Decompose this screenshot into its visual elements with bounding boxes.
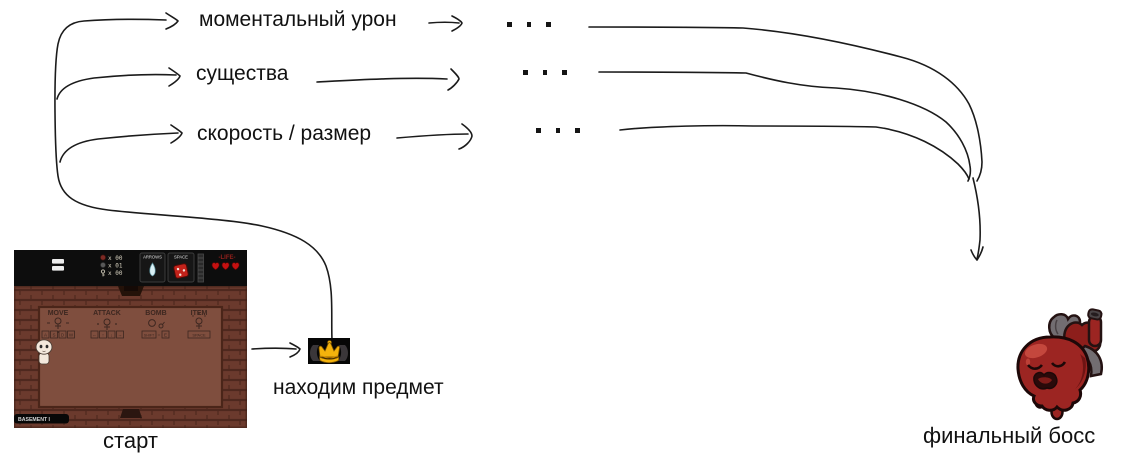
svg-text:A: A [44, 333, 47, 338]
arrow-branch3 [59, 132, 179, 163]
gold-crown [318, 340, 340, 364]
arrowhead-branch1 [165, 12, 179, 30]
arrowhead-boss [970, 246, 984, 261]
arrow-mid1 [428, 21, 460, 24]
svg-text:SPACE: SPACE [192, 332, 206, 337]
moms-heart-boss [1005, 306, 1110, 424]
arrowhead-item [289, 342, 301, 358]
room-floor [37, 305, 224, 409]
hud-bar [14, 250, 247, 286]
curve-branch3-to-boss [619, 124, 970, 180]
heart-icons [211, 262, 240, 271]
ellipsis-dots-branch2 [523, 70, 567, 75]
arrows-slot: ARROWS [139, 252, 166, 283]
start-label: старт [103, 428, 158, 453]
isaac-start-screenshot: MOVE A S D W ATTACK ← ↑ [12, 250, 249, 430]
space-slot-label: SPACE [174, 255, 188, 260]
charge-bar [197, 253, 204, 283]
isaac-character [35, 339, 53, 365]
bottom-rock [120, 409, 142, 418]
arrow-start-to-item [251, 347, 297, 350]
curve-branch1-to-boss [588, 26, 983, 182]
coin-icon [100, 254, 106, 261]
boss-body [1016, 335, 1091, 421]
svg-text:=: = [158, 333, 161, 338]
location-label: BASEMENT I [18, 417, 51, 423]
arrowhead-mid2 [447, 68, 460, 91]
arrow-mid2 [316, 77, 448, 83]
floor-hints: MOVE A S D W ATTACK ← ↑ [41, 310, 211, 339]
ellipsis-dots-branch1 [507, 22, 551, 27]
boss-face [1026, 361, 1067, 390]
space-slot: SPACE [167, 252, 195, 283]
crown-item-icon [308, 338, 350, 364]
arrows-slot-label: ARROWS [143, 255, 162, 260]
svg-text:SHIFT: SHIFT [144, 333, 155, 337]
bomb-count: x 01 [108, 262, 123, 269]
life-display: -LIFE- [211, 255, 240, 271]
red-die-icon [173, 263, 189, 279]
svg-text:←: ← [92, 333, 97, 338]
arrowhead-branch2 [168, 67, 181, 87]
arrowhead-mid3 [458, 123, 473, 150]
tear-icon [149, 262, 156, 277]
branch-label-creatures: существа [196, 62, 289, 85]
item-label: находим предмет [273, 376, 444, 399]
arrow-branch2 [56, 73, 177, 100]
life-label: -LIFE- [219, 255, 236, 261]
svg-text:W: W [69, 333, 74, 338]
arrowhead-branch3 [170, 124, 183, 144]
bomb-icon [100, 262, 106, 268]
curve-branch2-to-boss [598, 71, 972, 182]
svg-text:↓: ↓ [110, 333, 112, 338]
coin-count: x 00 [108, 255, 123, 262]
hint-title-attack: ATTACK [93, 310, 121, 317]
svg-text:→: → [118, 333, 123, 338]
key-count: x 00 [108, 270, 123, 277]
svg-text:S: S [52, 333, 55, 338]
arrowhead-mid1 [451, 15, 463, 32]
ellipsis-dots-branch3 [536, 128, 580, 133]
crown-wing-right [338, 345, 348, 361]
crown-wing-left [310, 345, 320, 361]
svg-text:E: E [164, 333, 167, 338]
svg-text:↑: ↑ [102, 333, 104, 338]
pickup-counters: x 00 x 01 x 00 [100, 254, 123, 277]
hint-title-bomb: BOMB [145, 310, 166, 317]
pause-icon [52, 259, 64, 271]
svg-text:D: D [61, 333, 65, 338]
curve-tail-to-boss [972, 177, 981, 260]
boss-label: финальный босс [923, 423, 1096, 448]
branch-label-speed-size: скорость / размер [197, 122, 372, 145]
branch-label-instant-damage: моментальный урон [199, 8, 397, 31]
arrow-mid3 [396, 133, 469, 139]
location-badge: BASEMENT I [14, 414, 69, 424]
